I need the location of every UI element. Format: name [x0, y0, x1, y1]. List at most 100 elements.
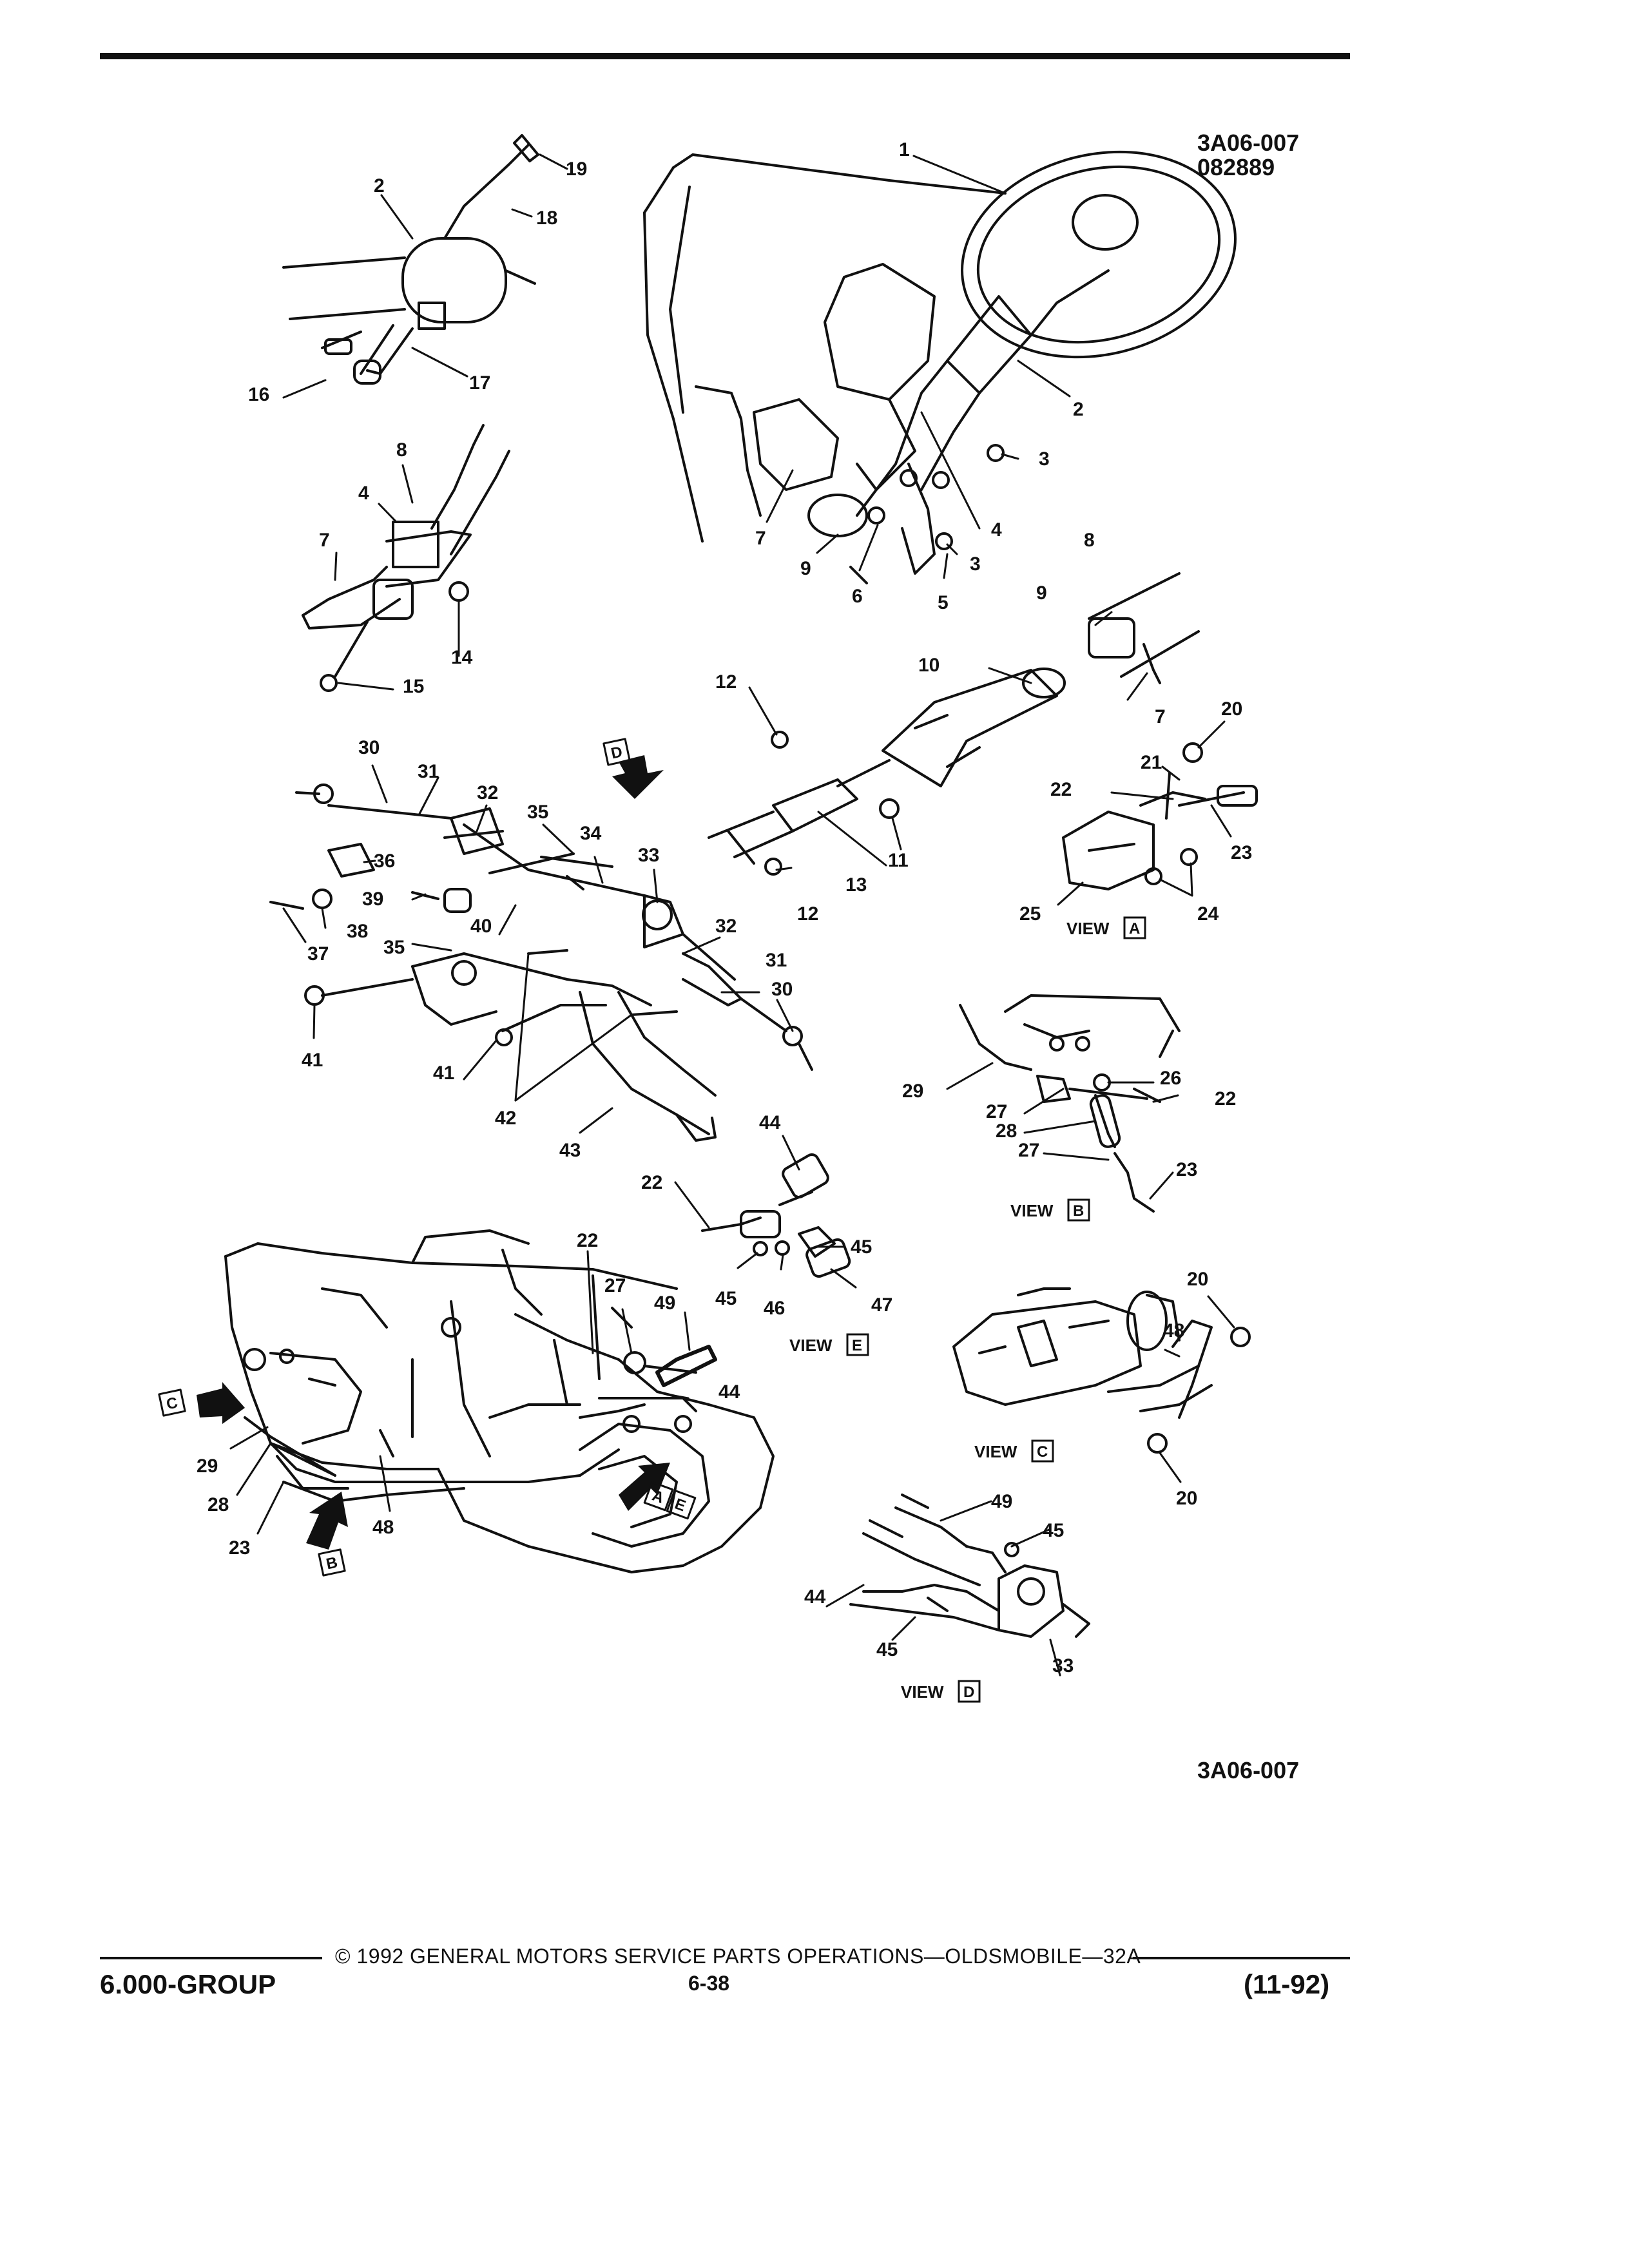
arrow-d-icon — [612, 755, 664, 799]
callout-33b: 33 — [1052, 1655, 1074, 1677]
callout-42: 42 — [495, 1108, 516, 1129]
callout-12a: 12 — [715, 671, 737, 693]
view-a-bracket — [1062, 742, 1258, 890]
callout-33a: 33 — [638, 845, 659, 866]
ignition-switch-detail — [282, 134, 539, 385]
callout-29b: 29 — [197, 1456, 218, 1477]
callout-12b: 12 — [797, 903, 818, 925]
figure-code: 3A06-007 — [1197, 130, 1300, 156]
callout-45d: 45 — [876, 1639, 898, 1660]
callout-16: 16 — [248, 384, 269, 405]
svg-text:D: D — [963, 1684, 974, 1701]
callout-11: 11 — [888, 850, 909, 871]
callout-2a: 2 — [374, 175, 385, 197]
callout-30b: 30 — [771, 979, 793, 1000]
view-b-label: VIEW B — [1010, 1198, 1090, 1222]
svg-text:B: B — [325, 1554, 340, 1573]
callout-25: 25 — [1019, 903, 1041, 925]
callout-37: 37 — [307, 943, 329, 965]
callout-31b: 31 — [766, 950, 787, 971]
callout-27a: 27 — [986, 1101, 1007, 1122]
callout-14: 14 — [451, 647, 473, 668]
callout-9b: 9 — [1036, 582, 1047, 604]
svg-text:VIEW: VIEW — [789, 1336, 833, 1355]
callout-20b: 20 — [1187, 1269, 1208, 1290]
callout-23b: 23 — [1176, 1159, 1197, 1180]
callout-36: 36 — [374, 850, 395, 872]
footer-page-number: 6-38 — [688, 1972, 730, 1995]
callout-23a: 23 — [1231, 842, 1252, 863]
svg-text:B: B — [1073, 1202, 1084, 1220]
arrow-letters: D C B A E — [165, 744, 688, 1573]
svg-text:E: E — [672, 1495, 688, 1515]
callout-23c: 23 — [229, 1537, 250, 1559]
callout-20a: 20 — [1221, 698, 1242, 720]
view-d-detail — [849, 1494, 1090, 1638]
callout-9a: 9 — [800, 558, 811, 579]
view-labels: VIEW A VIEW B VIEW C VIEW D VIEW E — [789, 916, 1146, 1703]
callout-49b: 49 — [991, 1491, 1012, 1512]
footer-rule-right — [1133, 1957, 1350, 1959]
callout-22d: 22 — [577, 1230, 598, 1251]
callout-4b: 4 — [991, 519, 1002, 541]
callout-10: 10 — [918, 655, 940, 676]
callout-28b: 28 — [207, 1494, 229, 1515]
callout-27c: 27 — [604, 1275, 626, 1296]
callouts: 1 2 2 3 3 4 4 5 6 7 7 7 8 8 9 9 10 11 12… — [197, 139, 1252, 1677]
callout-28a: 28 — [996, 1120, 1017, 1142]
callout-34: 34 — [580, 823, 602, 844]
callout-47: 47 — [871, 1294, 892, 1316]
callout-15: 15 — [403, 676, 424, 697]
view-c-label: VIEW C — [974, 1439, 1054, 1463]
callout-31a: 31 — [418, 761, 439, 782]
svg-text:E: E — [852, 1337, 862, 1354]
callout-7a: 7 — [319, 530, 330, 551]
footer-group: 6.000-GROUP — [100, 1969, 276, 1999]
callout-3a: 3 — [1039, 448, 1050, 470]
callout-43: 43 — [559, 1140, 581, 1161]
callout-24: 24 — [1197, 903, 1219, 925]
callout-44b: 44 — [718, 1381, 740, 1403]
crossmember-frame — [304, 949, 717, 1142]
callout-2b: 2 — [1073, 399, 1084, 420]
top-rule — [100, 53, 1350, 59]
callout-32b: 32 — [715, 916, 737, 937]
callout-22b: 22 — [1215, 1088, 1236, 1110]
callout-22c: 22 — [641, 1172, 662, 1193]
callout-13: 13 — [845, 874, 867, 896]
svg-text:A: A — [1129, 920, 1140, 937]
view-a-label: VIEW A — [1066, 916, 1146, 939]
leader-lines — [229, 153, 1235, 1677]
column-bracket-detail — [302, 424, 510, 692]
arrow-ae-icon — [619, 1463, 670, 1511]
footer-rule-left — [100, 1957, 322, 1959]
callout-21: 21 — [1141, 752, 1162, 773]
svg-text:C: C — [1037, 1443, 1048, 1461]
callout-8b: 8 — [1084, 530, 1095, 551]
callout-5: 5 — [938, 592, 949, 613]
callout-45a: 45 — [851, 1236, 872, 1258]
callout-4a: 4 — [358, 483, 369, 504]
callout-20c: 20 — [1176, 1488, 1197, 1509]
callout-35a: 35 — [527, 802, 548, 823]
callout-44a: 44 — [759, 1112, 781, 1133]
callout-7c: 7 — [1155, 706, 1166, 727]
callout-27b: 27 — [1018, 1140, 1039, 1161]
figure-date: 082889 — [1197, 154, 1275, 180]
intermediate-shaft-boot — [708, 572, 1200, 876]
callout-48b: 48 — [372, 1517, 394, 1538]
callout-6: 6 — [852, 586, 863, 607]
view-b-detail — [959, 994, 1181, 1213]
callout-35b: 35 — [383, 937, 405, 958]
callout-7b: 7 — [755, 528, 766, 549]
arrow-b-icon — [306, 1492, 348, 1550]
callout-49a: 49 — [654, 1293, 675, 1314]
callout-45b: 45 — [715, 1288, 737, 1309]
engine-transaxle-assembly — [224, 1229, 775, 1573]
callout-41b: 41 — [433, 1062, 454, 1084]
rack-and-pinion-assembly — [269, 783, 813, 1071]
view-e-detail — [701, 1153, 851, 1278]
callout-38: 38 — [347, 921, 368, 942]
callout-45c: 45 — [1043, 1520, 1064, 1541]
callout-48a: 48 — [1163, 1320, 1184, 1341]
